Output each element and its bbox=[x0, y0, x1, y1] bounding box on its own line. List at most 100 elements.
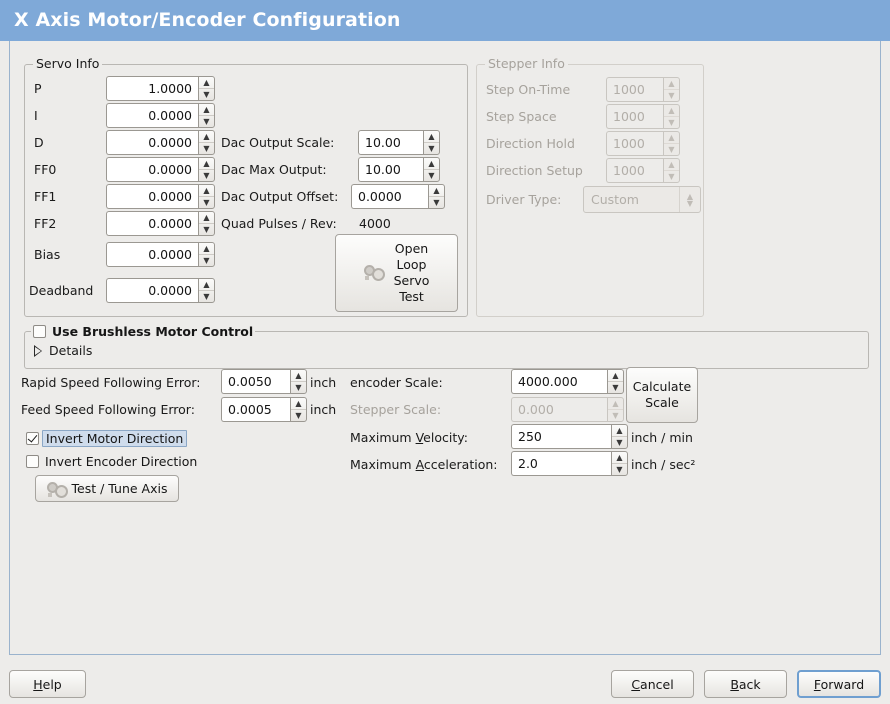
spin-down-icon[interactable]: ▼ bbox=[203, 170, 210, 180]
spin-down-icon[interactable]: ▼ bbox=[668, 117, 675, 127]
dac-max-output-stepper[interactable]: ▲ ▼ bbox=[423, 157, 440, 182]
feed-following-error-stepper[interactable]: ▲ ▼ bbox=[290, 397, 307, 422]
servo-input-ff2-stepper[interactable]: ▲ ▼ bbox=[198, 211, 215, 236]
back-button[interactable]: Back bbox=[704, 670, 787, 698]
servo-input-p-value[interactable]: 1.0000 bbox=[106, 76, 198, 101]
use-brushless-checkbox[interactable]: Use Brushless Motor Control bbox=[33, 324, 253, 339]
open-loop-servo-test-button[interactable]: Open Loop Servo Test bbox=[335, 234, 458, 312]
spin-down-icon[interactable]: ▼ bbox=[616, 464, 623, 474]
spin-up-icon[interactable]: ▲ bbox=[199, 131, 214, 143]
spin-up-icon[interactable]: ▲ bbox=[199, 185, 214, 197]
step-on-time-input[interactable]: 1000 ▲ ▼ bbox=[606, 77, 680, 102]
max-velocity-input[interactable]: 250 ▲ ▼ bbox=[511, 424, 628, 449]
spin-up-icon[interactable]: ▲ bbox=[199, 77, 214, 89]
spin-down-icon[interactable]: ▼ bbox=[203, 224, 210, 234]
dac-output-scale-input[interactable]: 10.00 ▲ ▼ bbox=[358, 130, 440, 155]
rapid-following-error-stepper[interactable]: ▲ ▼ bbox=[290, 369, 307, 394]
max-acceleration-value[interactable]: 2.0 bbox=[511, 451, 611, 476]
dac-max-output-input[interactable]: 10.00 ▲ ▼ bbox=[358, 157, 440, 182]
dac-output-offset-value[interactable]: 0.0000 bbox=[351, 184, 428, 209]
servo-input-d-value[interactable]: 0.0000 bbox=[106, 130, 198, 155]
servo-input-deadband[interactable]: 0.0000 ▲ ▼ bbox=[106, 278, 215, 303]
direction-setup-value[interactable]: 1000 bbox=[606, 158, 663, 183]
servo-input-ff2-value[interactable]: 0.0000 bbox=[106, 211, 198, 236]
spin-up-icon[interactable]: ▲ bbox=[424, 158, 439, 170]
max-velocity-stepper[interactable]: ▲ ▼ bbox=[611, 424, 628, 449]
direction-setup-input[interactable]: 1000 ▲ ▼ bbox=[606, 158, 680, 183]
spin-down-icon[interactable]: ▼ bbox=[428, 170, 435, 180]
spin-up-icon[interactable]: ▲ bbox=[199, 279, 214, 291]
stepper-scale-input[interactable]: 0.000 ▲ ▼ bbox=[511, 397, 624, 422]
max-acceleration-stepper[interactable]: ▲ ▼ bbox=[611, 451, 628, 476]
servo-input-ff1[interactable]: 0.0000 ▲ ▼ bbox=[106, 184, 215, 209]
stepper-scale-stepper[interactable]: ▲ ▼ bbox=[607, 397, 624, 422]
direction-hold-input[interactable]: 1000 ▲ ▼ bbox=[606, 131, 680, 156]
servo-input-d-stepper[interactable]: ▲ ▼ bbox=[198, 130, 215, 155]
step-space-value[interactable]: 1000 bbox=[606, 104, 663, 129]
driver-type-select[interactable]: Custom ▲▼ bbox=[583, 186, 701, 213]
forward-button[interactable]: Forward bbox=[797, 670, 881, 698]
spin-down-icon[interactable]: ▼ bbox=[203, 89, 210, 99]
servo-input-i[interactable]: 0.0000 ▲ ▼ bbox=[106, 103, 215, 128]
servo-input-bias-value[interactable]: 0.0000 bbox=[106, 242, 198, 267]
spin-down-icon[interactable]: ▼ bbox=[612, 382, 619, 392]
dac-max-output-value[interactable]: 10.00 bbox=[358, 157, 423, 182]
step-on-time-stepper[interactable]: ▲ ▼ bbox=[663, 77, 680, 102]
servo-input-ff2[interactable]: 0.0000 ▲ ▼ bbox=[106, 211, 215, 236]
servo-input-i-value[interactable]: 0.0000 bbox=[106, 103, 198, 128]
spin-down-icon[interactable]: ▼ bbox=[203, 197, 210, 207]
feed-following-error-input[interactable]: 0.0005 ▲ ▼ bbox=[221, 397, 307, 422]
checkbox-box[interactable] bbox=[26, 432, 39, 445]
spin-up-icon[interactable]: ▲ bbox=[664, 159, 679, 171]
spin-down-icon[interactable]: ▼ bbox=[668, 144, 675, 154]
spin-down-icon[interactable]: ▼ bbox=[203, 116, 210, 126]
spin-up-icon[interactable]: ▲ bbox=[424, 131, 439, 143]
spin-down-icon[interactable]: ▼ bbox=[668, 90, 675, 100]
step-space-input[interactable]: 1000 ▲ ▼ bbox=[606, 104, 680, 129]
spin-down-icon[interactable]: ▼ bbox=[295, 410, 302, 420]
spin-up-icon[interactable]: ▲ bbox=[664, 78, 679, 90]
spin-down-icon[interactable]: ▼ bbox=[203, 143, 210, 153]
servo-input-p[interactable]: 1.0000 ▲ ▼ bbox=[106, 76, 215, 101]
step-on-time-value[interactable]: 1000 bbox=[606, 77, 663, 102]
checkbox-box[interactable] bbox=[26, 455, 39, 468]
spin-up-icon[interactable]: ▲ bbox=[608, 370, 623, 382]
max-acceleration-input[interactable]: 2.0 ▲ ▼ bbox=[511, 451, 628, 476]
servo-input-deadband-value[interactable]: 0.0000 bbox=[106, 278, 198, 303]
calculate-scale-button[interactable]: Calculate Scale bbox=[626, 367, 698, 423]
encoder-scale-stepper[interactable]: ▲ ▼ bbox=[607, 369, 624, 394]
direction-hold-stepper[interactable]: ▲ ▼ bbox=[663, 131, 680, 156]
direction-hold-value[interactable]: 1000 bbox=[606, 131, 663, 156]
spin-up-icon[interactable]: ▲ bbox=[291, 398, 306, 410]
max-velocity-value[interactable]: 250 bbox=[511, 424, 611, 449]
spin-down-icon[interactable]: ▼ bbox=[616, 437, 623, 447]
servo-input-ff0-stepper[interactable]: ▲ ▼ bbox=[198, 157, 215, 182]
spin-up-icon[interactable]: ▲ bbox=[608, 398, 623, 410]
details-expander[interactable]: Details bbox=[34, 344, 92, 358]
triangle-right-icon[interactable] bbox=[34, 345, 42, 357]
spin-down-icon[interactable]: ▼ bbox=[203, 255, 210, 265]
servo-input-bias-stepper[interactable]: ▲ ▼ bbox=[198, 242, 215, 267]
spin-up-icon[interactable]: ▲ bbox=[664, 132, 679, 144]
spin-up-icon[interactable]: ▲ bbox=[199, 243, 214, 255]
spin-up-icon[interactable]: ▲ bbox=[199, 104, 214, 116]
spin-down-icon[interactable]: ▼ bbox=[428, 143, 435, 153]
servo-input-ff1-value[interactable]: 0.0000 bbox=[106, 184, 198, 209]
stepper-scale-value[interactable]: 0.000 bbox=[511, 397, 607, 422]
spin-up-icon[interactable]: ▲ bbox=[612, 452, 627, 464]
help-button[interactable]: Help bbox=[9, 670, 86, 698]
spin-up-icon[interactable]: ▲ bbox=[612, 425, 627, 437]
servo-input-bias[interactable]: 0.0000 ▲ ▼ bbox=[106, 242, 215, 267]
dac-output-scale-value[interactable]: 10.00 bbox=[358, 130, 423, 155]
rapid-following-error-value[interactable]: 0.0050 bbox=[221, 369, 290, 394]
spin-up-icon[interactable]: ▲ bbox=[199, 158, 214, 170]
servo-input-i-stepper[interactable]: ▲ ▼ bbox=[198, 103, 215, 128]
direction-setup-stepper[interactable]: ▲ ▼ bbox=[663, 158, 680, 183]
servo-input-deadband-stepper[interactable]: ▲ ▼ bbox=[198, 278, 215, 303]
spin-down-icon[interactable]: ▼ bbox=[203, 291, 210, 301]
invert-encoder-direction-checkbox[interactable]: Invert Encoder Direction bbox=[26, 454, 197, 469]
spin-up-icon[interactable]: ▲ bbox=[429, 185, 444, 197]
spin-up-icon[interactable]: ▲ bbox=[291, 370, 306, 382]
test-tune-axis-button[interactable]: Test / Tune Axis bbox=[35, 475, 179, 502]
checkbox-box[interactable] bbox=[33, 325, 46, 338]
